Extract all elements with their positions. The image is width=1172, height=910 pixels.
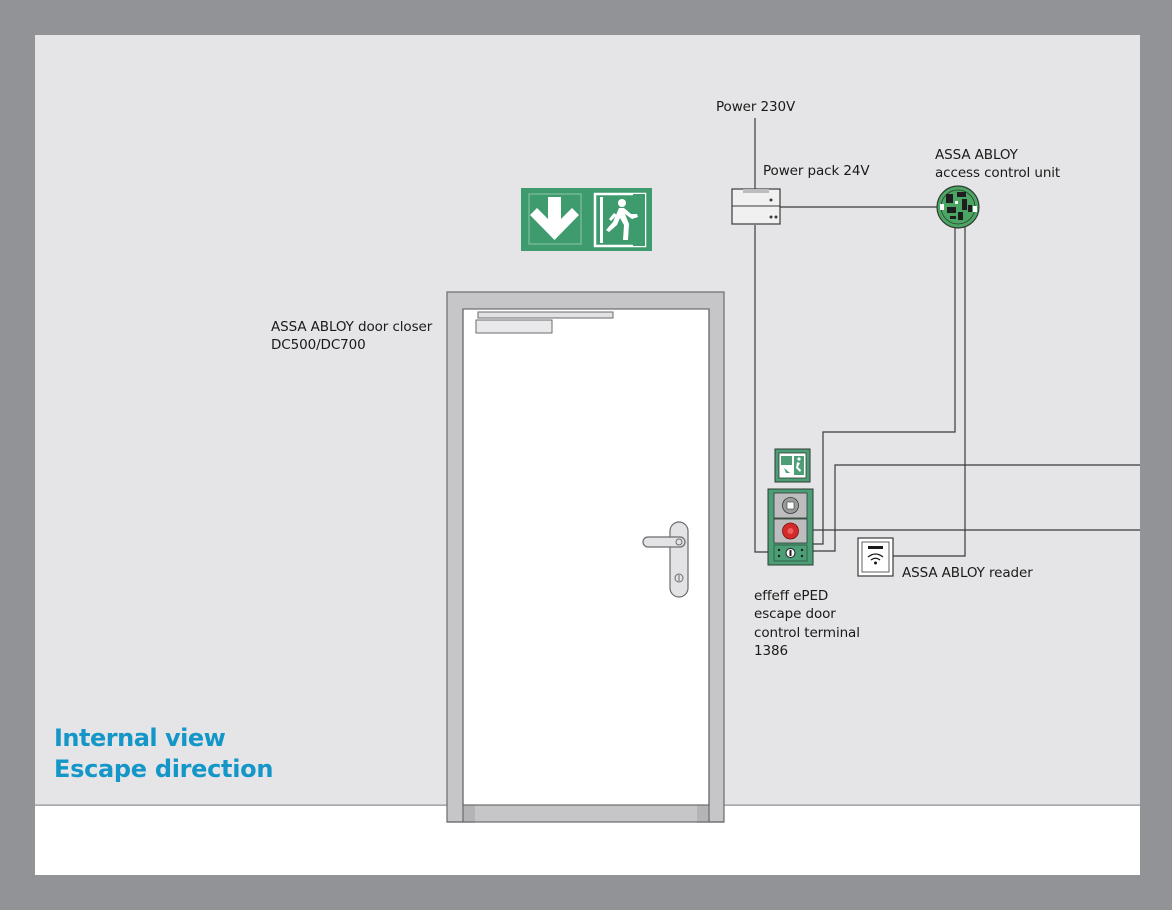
terminal-label-line2: escape door	[754, 606, 836, 622]
circuit-board-icon	[936, 185, 980, 229]
wire-access-unit-to-reader	[893, 224, 966, 557]
running-man-icon	[600, 194, 645, 246]
door-closer-label-line1: ASSA ABLOY door closer	[271, 319, 433, 335]
door-handle-icon	[642, 521, 689, 598]
reader-label: ASSA ABLOY reader	[902, 565, 1033, 581]
door-leaf	[462, 308, 710, 806]
terminal-label-line3: control terminal	[754, 625, 860, 641]
door-closer-icon	[475, 311, 614, 334]
door-closer-label-line2: DC500/DC700	[271, 337, 366, 353]
wire-power-pack-to-terminal	[754, 225, 768, 553]
access-control-label-line1: ASSA ABLOY	[935, 147, 1018, 163]
access-control-label-line2: access control unit	[935, 165, 1061, 181]
door	[446, 291, 725, 823]
power-pack-label: Power pack 24V	[763, 163, 870, 179]
card-reader-icon	[857, 537, 894, 577]
view-title: Internal view	[54, 724, 226, 752]
escape-door-terminal	[767, 448, 814, 566]
emergency-exit-small-icon	[781, 456, 804, 475]
terminal-label-line4: 1386	[754, 643, 788, 659]
terminal-label-line1: effeff ePED	[754, 588, 829, 604]
power-label: Power 230V	[716, 99, 796, 115]
arrow-down-icon	[530, 197, 579, 240]
wire-terminal-to-right-1	[813, 464, 1140, 552]
power-supply-icon	[731, 188, 781, 225]
wire-access-unit-to-terminal-1	[813, 224, 956, 545]
wiring	[754, 118, 1140, 557]
view-subtitle: Escape direction	[54, 755, 274, 783]
emergency-exit-sign-icon	[521, 188, 652, 251]
